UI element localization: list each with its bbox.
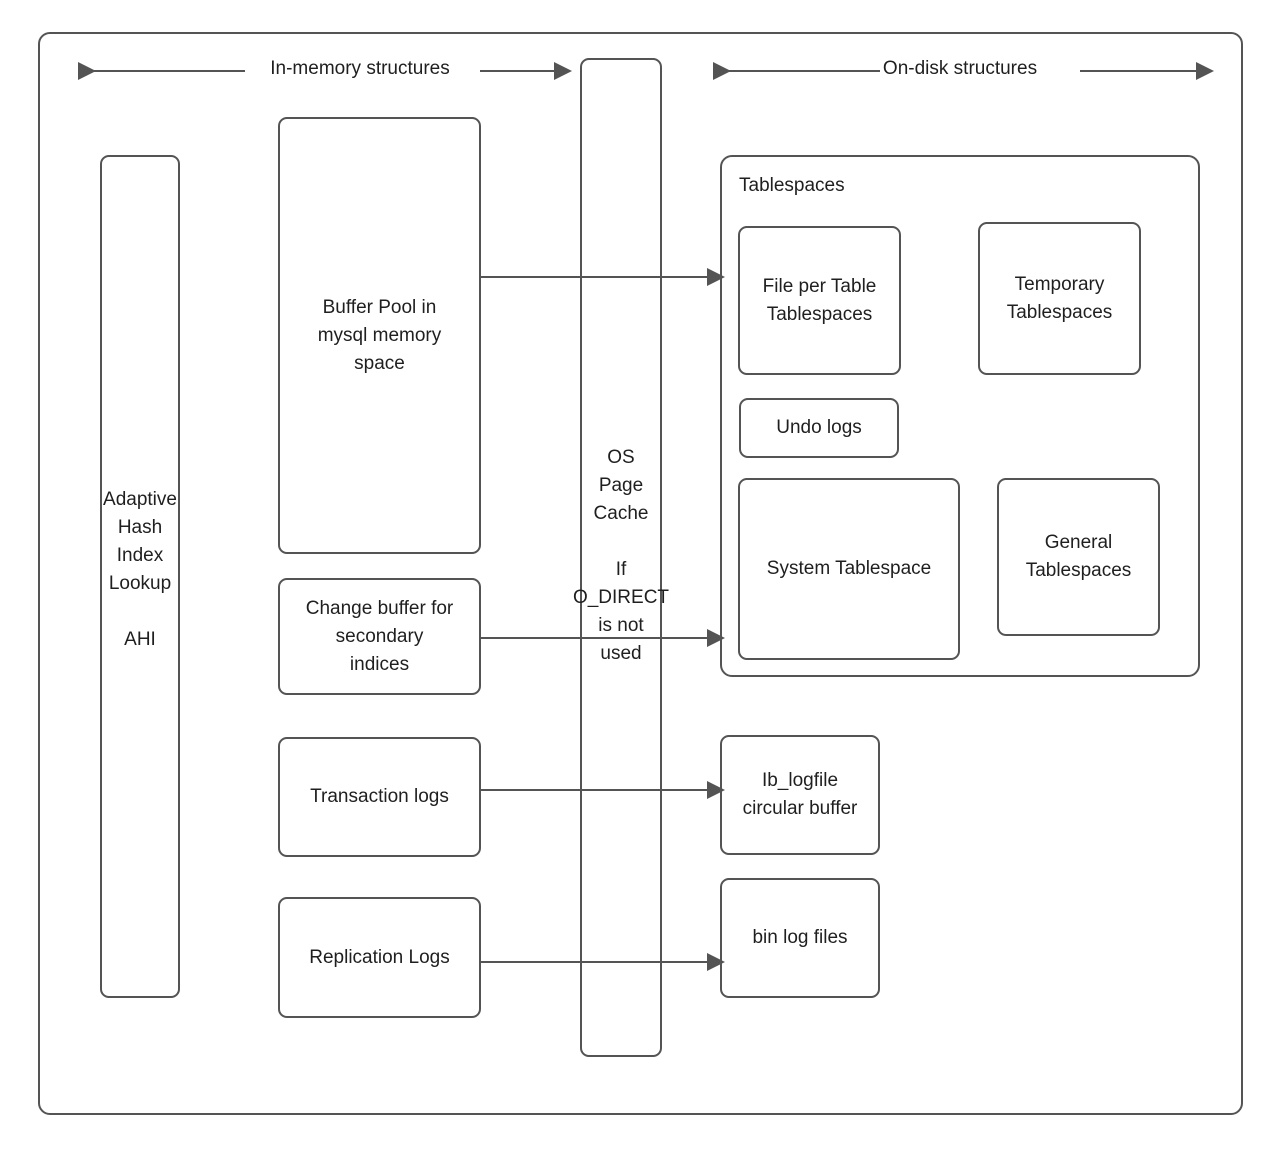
change-buffer-box[interactable]: Change buffer for secondary indices <box>278 578 481 695</box>
outer-frame <box>38 32 1243 1115</box>
temporary-tablespaces-box[interactable]: Temporary Tablespaces <box>978 222 1141 375</box>
adaptive-hash-index-box[interactable] <box>100 155 180 998</box>
tablespaces-group <box>720 155 1200 677</box>
on-disk-right-arrow-icon <box>1080 62 1214 80</box>
tablespaces-group-title: Tablespaces <box>739 175 845 196</box>
on-disk-left-arrow-icon <box>713 62 880 80</box>
undo-logs-box[interactable]: Undo logs <box>739 398 899 458</box>
in-memory-left-arrow-icon <box>78 62 245 80</box>
replication-logs-box[interactable]: Replication Logs <box>278 897 481 1018</box>
general-tablespaces-box[interactable]: General Tablespaces <box>997 478 1160 636</box>
connector-change-buffer-to-system-tablespace-icon <box>481 629 725 647</box>
bin-log-files-box[interactable]: bin log files <box>720 878 880 998</box>
transaction-logs-box[interactable]: Transaction logs <box>278 737 481 857</box>
in-memory-structures-label: In-memory structures <box>270 58 450 79</box>
ib-logfile-circular-buffer-box[interactable]: Ib_logfile circular buffer <box>720 735 880 855</box>
buffer-pool-box[interactable]: Buffer Pool in mysql memory space <box>278 117 481 554</box>
system-tablespace-box[interactable]: System Tablespace <box>738 478 960 660</box>
in-memory-right-arrow-icon <box>480 62 572 80</box>
file-per-table-tablespaces-box[interactable]: File per Table Tablespaces <box>738 226 901 375</box>
on-disk-structures-label: On-disk structures <box>882 58 1038 79</box>
connector-buffer-pool-to-file-per-table-icon <box>481 268 725 286</box>
connector-replication-logs-to-bin-log-files-icon <box>481 953 725 971</box>
connector-transaction-logs-to-ib-logfile-icon <box>481 781 725 799</box>
os-page-cache-box[interactable] <box>580 58 662 1057</box>
